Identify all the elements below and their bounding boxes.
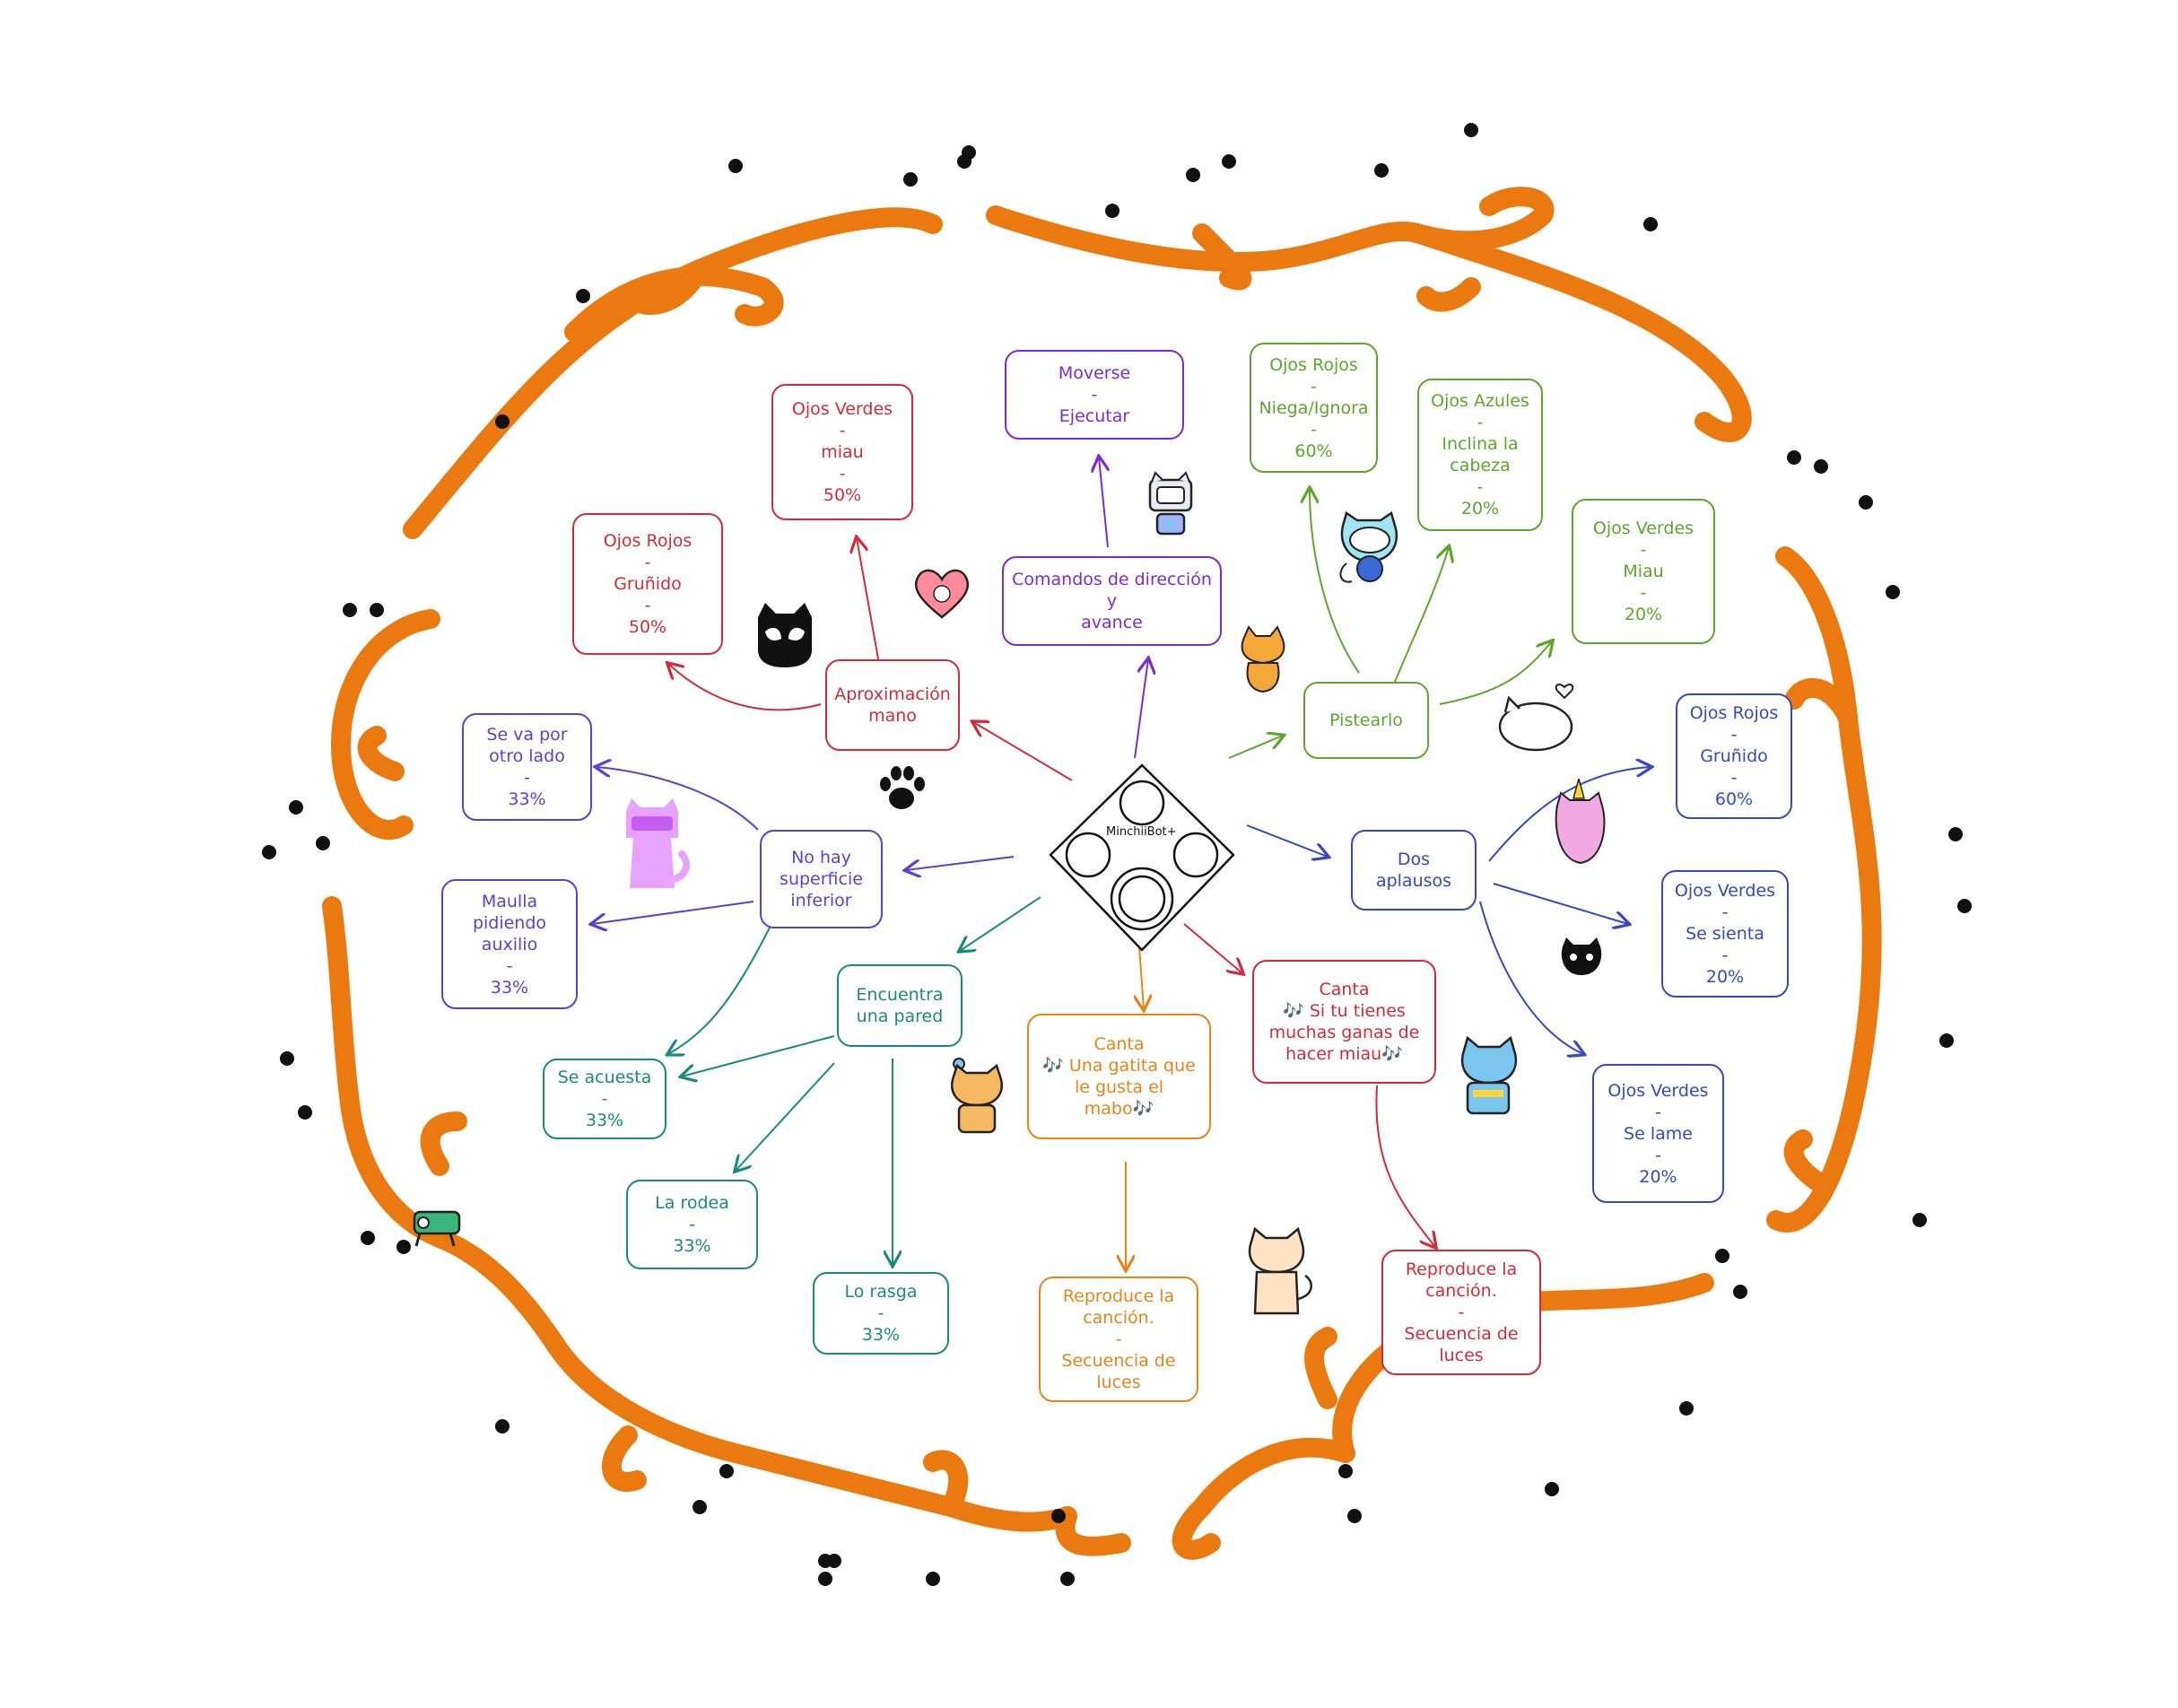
node-text: Canta 🎶 Si tu tienes muchas ganas de hac… [1268, 980, 1420, 1064]
node-comandos-direccion[interactable]: Comandos de dirección y avance [1002, 556, 1222, 646]
node-text: Reproduce la canción. - Secuencia de luc… [1061, 1286, 1176, 1392]
node-text: Ojos Rojos - Niega/Ignora - 60% [1259, 354, 1369, 461]
arrow-center-aplausos [1246, 824, 1328, 857]
node-reproduce-cancion-1[interactable]: Reproduce la canción. - Secuencia de luc… [1039, 1277, 1198, 1402]
node-text: Encuentra una pared [856, 985, 944, 1026]
node-text: Se va por otro lado - 33% [486, 725, 568, 809]
arrow-aproximacion-verdes [857, 538, 880, 665]
node-text: Moverse - Ejecutar [1058, 363, 1131, 426]
node-ojos-verdes-miau[interactable]: Ojos Verdes - miau - 50% [771, 384, 913, 520]
node-encuentra-pared[interactable]: Encuentra una pared [837, 964, 963, 1047]
robot-cat-icon [1148, 471, 1193, 536]
arrow-center-canta-gatita [1139, 946, 1144, 1009]
node-text: Comandos de dirección y avance [1012, 570, 1212, 632]
node-text: Reproduce la canción. - Secuencia de luc… [1404, 1259, 1519, 1365]
minchiibot-center-node[interactable] [1043, 760, 1241, 957]
node-text: La rodea - 33% [655, 1193, 729, 1256]
arrow-center-no-superficie [906, 856, 1015, 870]
node-text: Ojos Azules - Inclina la cabeza - 20% [1431, 391, 1529, 518]
gamer-cat-icon [951, 1058, 1003, 1134]
node-ojos-verdes-lame[interactable]: Ojos Verdes - Se lame - 20% [1592, 1064, 1724, 1203]
node-text: Ojos Verdes - miau - 50% [791, 399, 893, 505]
arrow-pistearlo-verdes [1439, 641, 1552, 705]
node-text: Ojos Verdes - Se lame - 20% [1607, 1080, 1709, 1187]
black-cat-face-icon [1561, 937, 1602, 975]
node-aproximacion-mano[interactable]: Aproximación mano [825, 659, 960, 751]
node-no-hay-superficie[interactable]: No hay superficie inferior [760, 830, 883, 928]
node-se-va-otro-lado[interactable]: Se va por otro lado - 33% [462, 713, 592, 821]
singing-cat-icon [1460, 1036, 1518, 1115]
node-ojos-rojos-grunido-60[interactable]: Ojos Rojos - Gruñido - 60% [1676, 693, 1792, 819]
node-reproduce-cancion-2[interactable]: Reproduce la canción. - Secuencia de luc… [1381, 1250, 1541, 1375]
node-canta-si-tu-tienes[interactable]: Canta 🎶 Si tu tienes muchas ganas de hac… [1252, 960, 1436, 1084]
paw-heart-icon [914, 569, 970, 619]
arrow-canta-si-reproduce [1375, 1085, 1435, 1247]
arrow-center-aproximacion [973, 722, 1073, 781]
node-se-acuesta[interactable]: Se acuesta - 33% [543, 1059, 666, 1139]
arrow-aplausos-sienta [1493, 883, 1628, 924]
node-text: Lo rasga - 33% [844, 1282, 918, 1345]
node-text: Aproximación mano [834, 684, 951, 726]
node-ojos-rojos-niega[interactable]: Ojos Rojos - Niega/Ignora - 60% [1250, 343, 1378, 473]
arrow-pistearlo-azules [1394, 547, 1449, 683]
node-canta-gatita[interactable]: Canta 🎶 Una gatita que le gusta el mabo🎶 [1027, 1014, 1211, 1139]
arrow-center-comandos [1134, 659, 1148, 759]
unicorn-cat-icon [1555, 779, 1606, 865]
arrow-center-pistearlo [1228, 736, 1283, 759]
node-ojos-verdes-miau-20[interactable]: Ojos Verdes - Miau - 20% [1572, 499, 1715, 644]
arrow-pared-rodea [736, 1062, 835, 1171]
arrow-pared-acuesta [682, 1035, 835, 1076]
arrow-no-superficie-otro-lado [597, 767, 759, 831]
node-text: Ojos Verdes - Se sienta - 20% [1674, 881, 1776, 987]
cat-heart-icon [1498, 684, 1574, 752]
node-dos-aplausos[interactable]: Dos aplausos [1351, 830, 1477, 911]
node-text: Canta 🎶 Una gatita que le gusta el mabo🎶 [1042, 1034, 1196, 1119]
node-text: Dos aplausos [1375, 850, 1452, 891]
arrow-aplausos-lame [1479, 901, 1583, 1054]
paw-print-icon [880, 766, 925, 809]
node-text: No hay superficie inferior [780, 848, 863, 911]
node-ojos-rojos-grunido[interactable]: Ojos Rojos - Gruñido - 50% [572, 513, 723, 655]
arrow-center-canta-si [1183, 923, 1242, 973]
center-node-label: MinchiiBot+ [1106, 825, 1177, 839]
node-text: Ojos Rojos - Gruñido - 60% [1689, 703, 1779, 809]
arrow-no-superficie-maulla [592, 901, 754, 924]
node-ojos-verdes-sienta[interactable]: Ojos Verdes - Se sienta - 20% [1661, 870, 1789, 998]
node-ojos-azules-inclina[interactable]: Ojos Azules - Inclina la cabeza - 20% [1417, 379, 1543, 531]
arrow-comandos-moverse [1099, 458, 1108, 548]
node-text: Ojos Rojos - Gruñido - 50% [603, 531, 693, 637]
arrow-no-superficie-acuesta [668, 923, 772, 1054]
robot-cat-pink-icon [626, 798, 691, 888]
node-moverse-ejecutar[interactable]: Moverse - Ejecutar [1005, 350, 1184, 440]
dino-robot-icon [413, 1210, 461, 1247]
masked-cat-icon [758, 603, 812, 667]
tiger-cat-icon [1248, 1227, 1312, 1315]
cat-emoji-icon [1241, 625, 1285, 693]
node-text: Ojos Verdes - Miau - 20% [1592, 518, 1694, 624]
node-maulla-auxilio[interactable]: Maulla pidiendo auxilio - 33% [441, 879, 578, 1009]
node-text: Maulla pidiendo auxilio - 33% [472, 891, 547, 998]
node-text: Se acuesta - 33% [557, 1068, 652, 1130]
robot-cat-blue-icon [1339, 511, 1398, 583]
node-text: Pistearlo [1329, 710, 1403, 730]
arrow-aproximacion-rojos [668, 664, 822, 711]
node-la-rodea[interactable]: La rodea - 33% [626, 1180, 758, 1269]
arrow-center-pared [960, 896, 1041, 951]
arrow-pistearlo-rojos [1310, 489, 1360, 674]
node-lo-rasga[interactable]: Lo rasga - 33% [813, 1272, 949, 1355]
node-pistearlo[interactable]: Pistearlo [1303, 682, 1429, 759]
